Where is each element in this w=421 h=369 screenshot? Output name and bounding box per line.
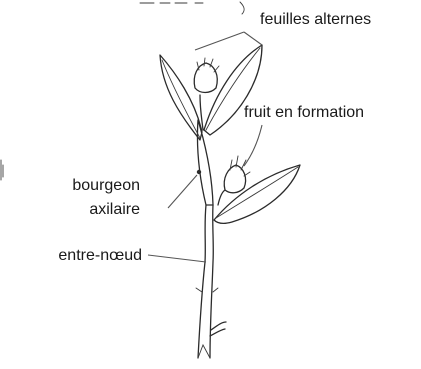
leaf-middle-left (197, 120, 213, 205)
label-forming-fruit: fruit en formation (244, 104, 364, 121)
leader-internode (148, 255, 206, 262)
cropped-edge-fragment (1, 160, 3, 180)
leader-alternate-leaves (195, 32, 262, 50)
label-axillary-bud-1: bourgeon (72, 177, 140, 194)
stem (196, 205, 226, 358)
axillary-bud-marker (197, 170, 201, 174)
leaf-upper-left (160, 55, 202, 140)
cropped-title-fragment (140, 2, 244, 14)
leader-axillary-bud (168, 175, 197, 208)
label-alternate-leaves: feuilles alternes (260, 11, 371, 28)
label-axillary-bud-2: axilaire (89, 201, 140, 218)
label-internode: entre-nœud (58, 247, 142, 264)
leader-forming-fruit (244, 125, 262, 166)
